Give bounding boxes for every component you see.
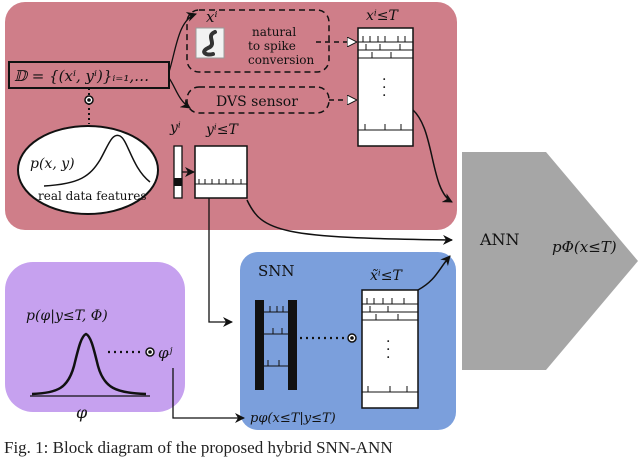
phi-j-label: φʲ — [158, 344, 173, 362]
x-tilde-label: x̃ⁱ≤T — [370, 268, 403, 284]
snn-label: SNN — [258, 262, 295, 280]
snn-input-layer — [255, 300, 264, 390]
dataset-to-dvs-arrow — [168, 77, 191, 109]
generated-raster-ellipsis-3: · — [386, 350, 390, 366]
sample-to-snn-arrow — [172, 368, 245, 423]
data-density-curve — [43, 134, 151, 187]
dataset-box — [8, 61, 170, 89]
ann-block — [462, 152, 546, 370]
natural-to-spike-label-1: natural — [252, 25, 296, 39]
prior-region — [5, 262, 185, 412]
snn-node-core — [350, 336, 354, 340]
prior-gaussian-curve — [31, 332, 147, 396]
sample-node-core — [148, 350, 152, 354]
generated-raster-ellipsis: · — [386, 334, 390, 350]
input-raster-ellipsis-2: · — [382, 80, 386, 96]
generated-raster-to-ann-arrow — [417, 255, 451, 291]
input-spike-raster-lines — [358, 36, 413, 131]
raster-to-ann-arrow — [412, 109, 453, 203]
label-vector — [173, 145, 183, 199]
input-raster-ellipsis: · — [382, 72, 386, 88]
label-raster-to-snn-arrow — [208, 198, 233, 327]
y-leq-t-label: yⁱ≤T — [205, 122, 239, 138]
label-spike-raster-lines — [195, 179, 247, 185]
real-data-features-ellipse — [17, 125, 159, 215]
ann-label: ANN — [479, 230, 520, 249]
x-leq-t-label: xⁱ≤T — [366, 8, 399, 24]
dataset-node-core — [87, 98, 91, 102]
natural-to-spike-label-2: to spike — [248, 39, 296, 53]
y-i-label: yⁱ — [169, 120, 181, 136]
label-raster-to-ann-arrow — [246, 199, 453, 245]
snn-hidden-layer — [288, 300, 297, 390]
natural-to-spike-label-3: conversion — [248, 53, 315, 67]
x-i-label: xⁱ — [206, 8, 217, 26]
dataset-label: 𝔻 = {(xⁱ, yⁱ)}ᵢ₌₁,… — [14, 67, 149, 85]
label-vector-active-bin — [174, 178, 182, 186]
natural-to-spike-box — [186, 9, 330, 73]
dvs-sensor-label: DVS sensor — [216, 94, 298, 110]
real-data-features-label: real data features — [38, 189, 147, 203]
generated-spike-raster-lines — [362, 298, 418, 393]
p-xy-label: p(x, y) — [30, 156, 75, 172]
input-raster-ellipsis-3: · — [382, 88, 386, 104]
figure-caption: Fig. 1: Block diagram of the proposed hy… — [4, 438, 393, 457]
dataset-to-spike-arrow — [168, 12, 197, 73]
snn-spike-connections — [264, 306, 288, 367]
ann-output-arrow — [546, 152, 638, 370]
snn-distribution-label: pφ(x≤T|y≤T) — [250, 411, 336, 426]
generated-raster-ellipsis-2: · — [386, 342, 390, 358]
ann-output-label: pΦ(x≤T) — [552, 238, 617, 256]
phi-label: φ — [76, 403, 88, 422]
prior-label: p(φ|y≤T, Φ) — [26, 308, 108, 324]
digit-stroke-icon — [202, 30, 217, 57]
label-spike-raster — [194, 145, 248, 199]
